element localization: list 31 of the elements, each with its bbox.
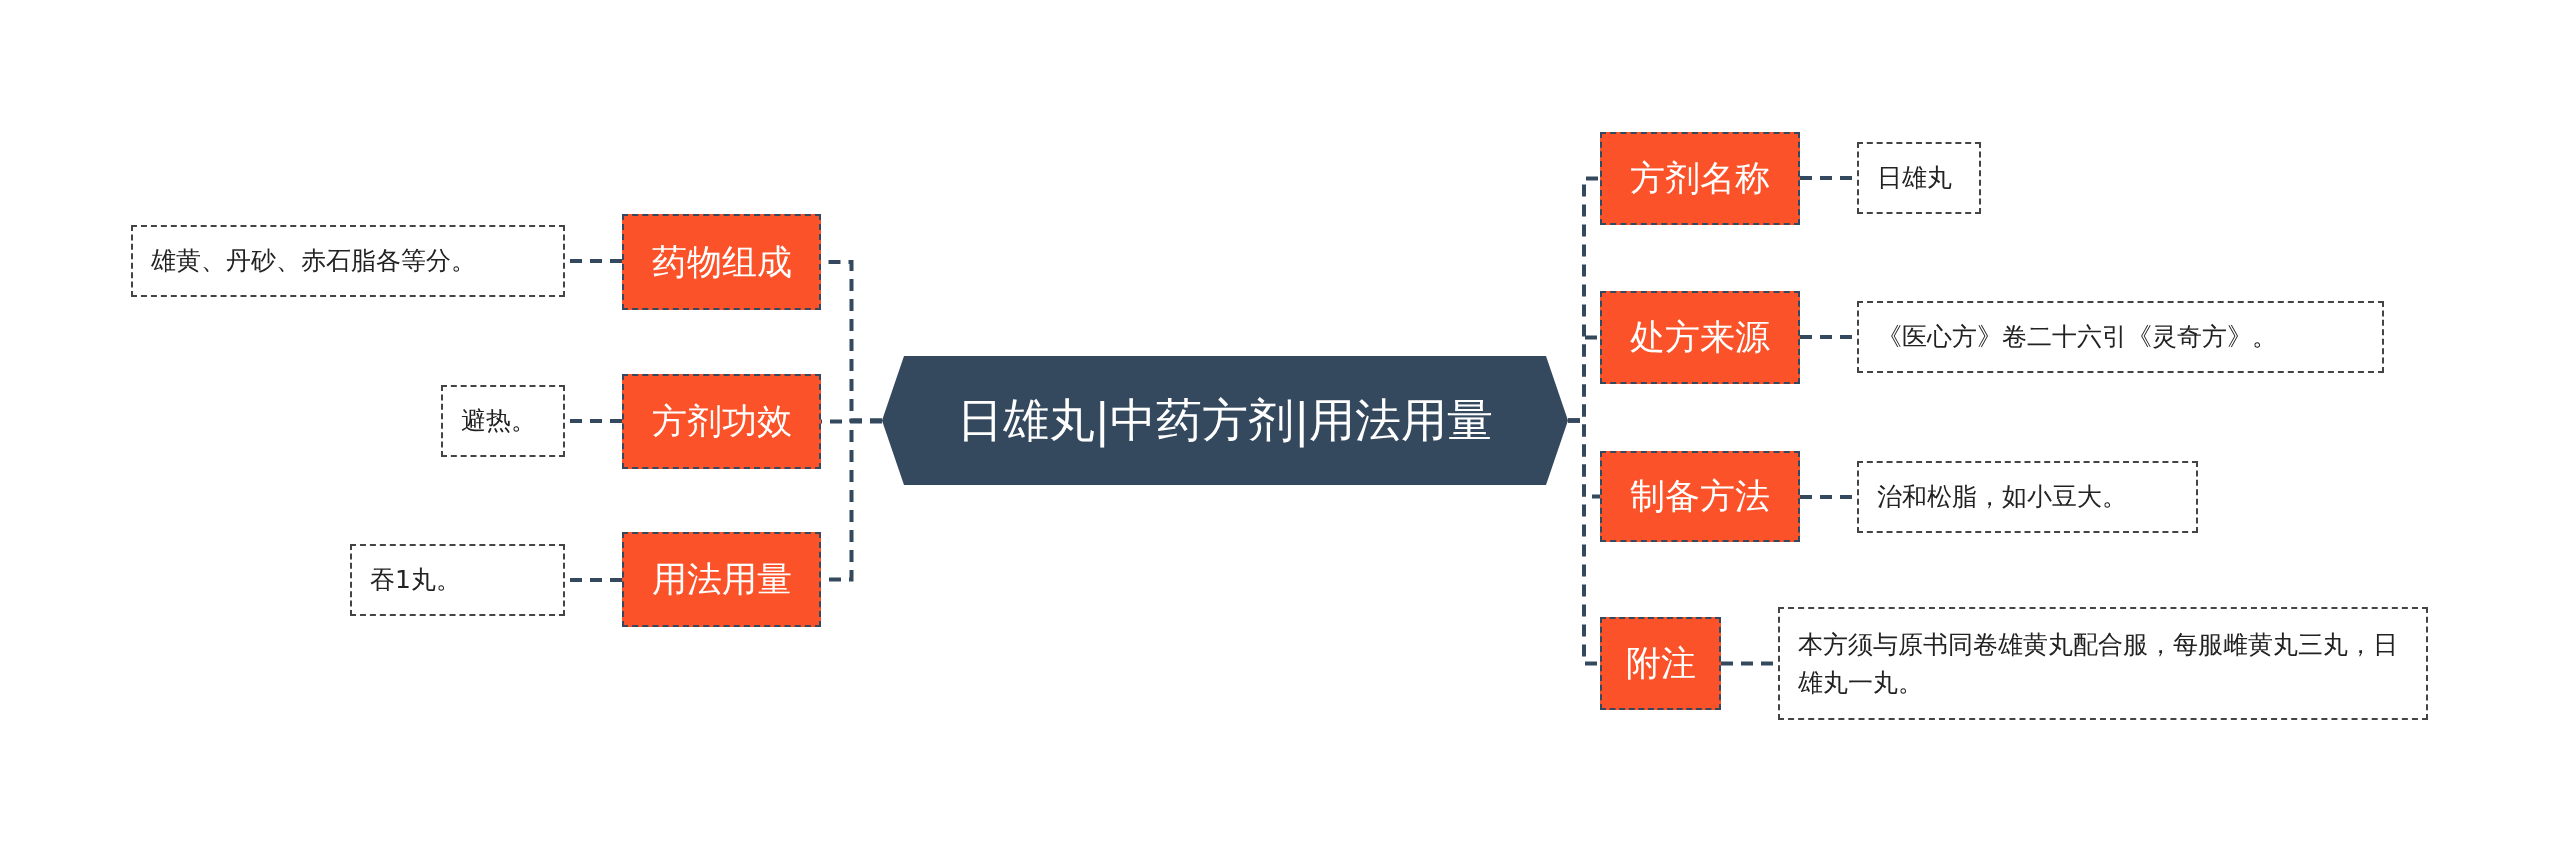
note-text: 吞1丸。 <box>370 564 461 597</box>
connector-line <box>1568 418 1600 666</box>
note-text: 避热。 <box>461 405 536 438</box>
topic-label: 药物组成 <box>651 240 792 284</box>
topic-label: 用法用量 <box>651 558 792 601</box>
note-text: 雄黄、丹砂、赤石脂各等分。 <box>151 245 476 278</box>
note-box <box>1857 301 2384 373</box>
note-box <box>441 385 565 457</box>
central-topic <box>882 356 1568 485</box>
note-text: 本方须与原书同卷雄黄丸配合服，每服雌黄丸三丸，日雄丸一丸。 <box>1798 629 2399 699</box>
topic-label: 方剂功效 <box>651 400 792 443</box>
topic-box <box>1600 291 1800 384</box>
note-box <box>131 225 565 297</box>
note-text: 治和松脂，如小豆大。 <box>1877 481 2127 514</box>
topic-box <box>1600 132 1800 225</box>
topic-box <box>1600 451 1800 542</box>
note-box <box>1857 142 1981 214</box>
topic-title: 日雄丸|中药方剂|用法用量 <box>956 391 1494 450</box>
topic-box <box>1600 617 1721 710</box>
note-box <box>1857 461 2198 533</box>
note-box <box>1778 607 2428 720</box>
topic-label: 制备方法 <box>1630 475 1770 518</box>
topic-label: 处方来源 <box>1630 316 1770 359</box>
topic-label: 方剂名称 <box>1630 157 1770 200</box>
note-text: 《医心方》卷二十六引《灵奇方》。 <box>1877 321 2277 354</box>
note-box <box>350 544 565 616</box>
topic-box <box>622 374 821 469</box>
topic-label: 附注 <box>1625 642 1696 685</box>
note-text: 日雄丸 <box>1877 162 1952 195</box>
topic-box <box>622 214 821 310</box>
topic-box <box>622 532 821 627</box>
